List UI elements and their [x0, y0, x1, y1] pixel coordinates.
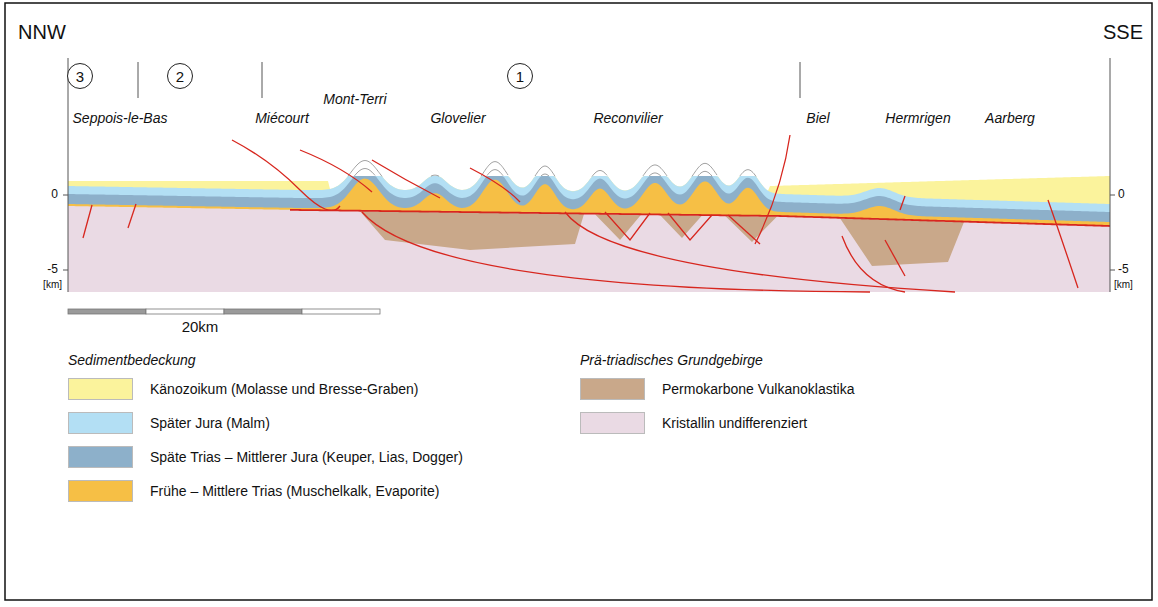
legend-swatch: [580, 412, 645, 434]
scale-bar: [224, 309, 302, 314]
fault-line: [362, 212, 870, 292]
scale-label: 20km: [182, 318, 219, 336]
callout-circle: 3: [67, 63, 93, 89]
axis-label: -5: [1118, 262, 1129, 276]
volcanoclastic-trough: [360, 211, 584, 250]
legend-text: Känozoikum (Molasse und Bresse-Graben): [150, 381, 418, 398]
place-name: Mont-Terri: [323, 91, 386, 108]
fault-line: [755, 135, 790, 244]
axis-line: [262, 62, 263, 98]
fault-line: [1048, 200, 1078, 288]
callout-number: 1: [516, 69, 524, 84]
axis-line: [63, 195, 68, 196]
callout-number: 3: [76, 69, 84, 84]
eroded-outline: [354, 169, 712, 177]
rock-layer: [68, 176, 1110, 292]
legend-text: Permokarbone Vulkanoklastika: [662, 381, 854, 398]
frame: [5, 3, 1152, 600]
direction-label: NNW: [18, 20, 66, 44]
place-name: Biel: [806, 110, 829, 127]
scale-bar: [146, 309, 224, 314]
fault-line: [128, 204, 136, 228]
fault-line: [605, 212, 650, 240]
fault-line: [232, 140, 340, 210]
legend-text: Kristallin undifferenziert: [662, 415, 807, 432]
legend-swatch: [68, 378, 133, 400]
axis-line: [63, 270, 68, 271]
legend-text: Frühe – Mittlere Trias (Muschelkalk, Eva…: [150, 483, 439, 500]
volcanoclastic-trough: [660, 215, 702, 238]
fault-line: [565, 212, 955, 292]
legend-swatch: [68, 446, 133, 468]
fault-line: [372, 160, 440, 198]
axis-label: [km]: [43, 279, 62, 291]
scale-bar: [302, 309, 380, 314]
rock-layer: [68, 179, 1110, 292]
rock-layer: [68, 176, 1110, 292]
legend-text: Späte Trias – Mittlerer Jura (Keuper, Li…: [150, 449, 463, 466]
legend-heading: Prä-triadisches Grundgebirge: [580, 352, 763, 369]
fault-line: [83, 205, 92, 238]
place-name: Aarberg: [985, 110, 1035, 127]
direction-label: SSE: [1103, 20, 1143, 44]
axis-line: [68, 58, 69, 292]
place-name: Hermrigen: [885, 110, 950, 127]
volcanoclastic-trough: [840, 218, 964, 266]
fault-line: [300, 150, 372, 192]
scale-bar: [68, 309, 146, 314]
place-name: Glovelier: [430, 110, 485, 127]
axis-label: -5: [47, 262, 58, 276]
axis-line: [1110, 195, 1115, 196]
eroded-outline: [348, 161, 756, 177]
rock-layer: [68, 206, 1110, 292]
legend-text: Später Jura (Malm): [150, 415, 270, 432]
axis-label: [km]: [1114, 279, 1133, 291]
decollement: [290, 210, 1110, 226]
axis-line: [138, 62, 139, 98]
fault-line: [470, 168, 520, 202]
rock-layer: [68, 176, 1110, 292]
callout-circle: 1: [507, 63, 533, 89]
axis-label: 0: [51, 187, 58, 201]
legend-heading: Sedimentbedeckung: [68, 352, 196, 369]
legend-swatch: [580, 378, 645, 400]
legend-swatch: [68, 412, 133, 434]
place-name: Miécourt: [255, 110, 309, 127]
fault-line: [668, 213, 712, 240]
legend-swatch: [68, 480, 133, 502]
axis-line: [1110, 58, 1111, 292]
place-name: Reconvilier: [593, 110, 662, 127]
callout-circle: 2: [167, 63, 193, 89]
axis-label: 0: [1118, 187, 1125, 201]
callout-number: 2: [176, 69, 184, 84]
fault-line: [885, 240, 905, 276]
place-name: Seppois-le-Bas: [73, 110, 168, 127]
axis-line: [800, 62, 801, 98]
fault-line: [842, 236, 905, 292]
fault-line: [728, 215, 760, 244]
axis-line: [1110, 270, 1115, 271]
fault-line: [900, 196, 905, 210]
